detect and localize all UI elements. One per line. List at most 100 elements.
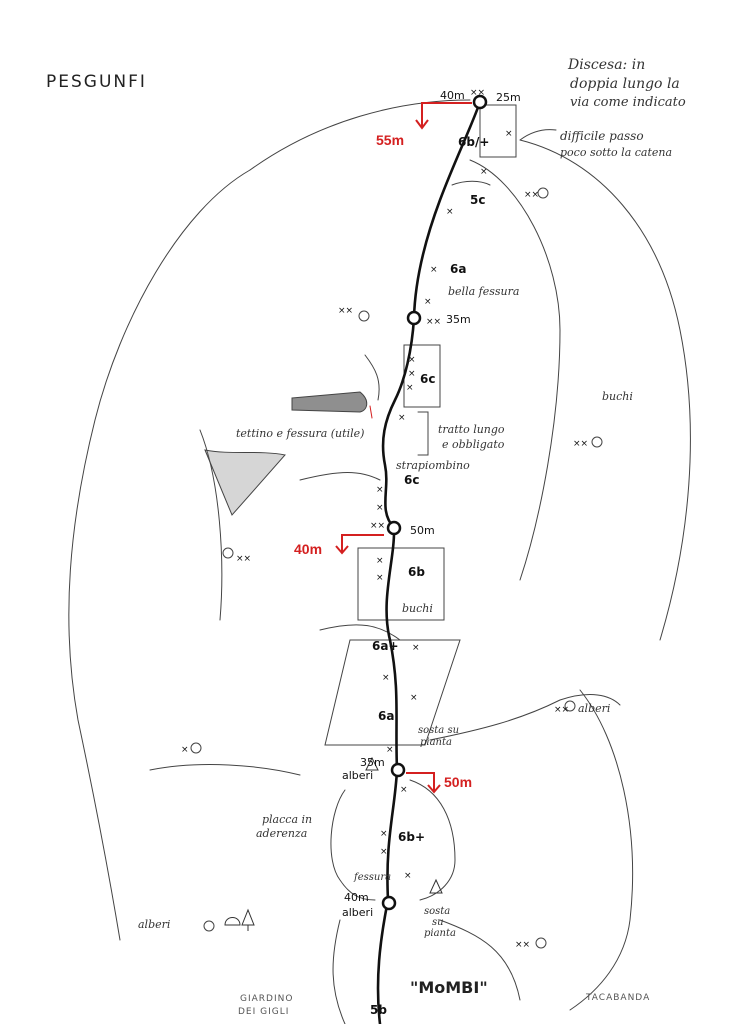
svg-text:×: × [400, 785, 408, 795]
bottom-left-rock [332, 919, 346, 1024]
svg-text:××: ×× [370, 521, 385, 531]
ledge-2 [319, 624, 401, 641]
anchor-label-40m-low: 40m [344, 891, 369, 904]
note-fessura: fessura [354, 872, 392, 883]
sector-label-giardino-line-2: DEI GIGLI [238, 1007, 290, 1017]
svg-text:×: × [404, 871, 412, 881]
svg-text:×: × [376, 573, 384, 583]
anchor-left-1 [358, 310, 370, 322]
belay-35m [406, 310, 422, 326]
bush-icon [224, 917, 241, 926]
rappel-arrow-top [421, 102, 472, 128]
anchor-left-2 [222, 547, 234, 559]
note-buchi-mid: buchi [402, 602, 433, 615]
rappel-arrow-low [406, 772, 435, 792]
ledge-1 [299, 472, 381, 481]
svg-text:×: × [386, 745, 394, 755]
anchor-label-alberi-2: alberi [342, 906, 374, 919]
grade-pitch-7: 6a+ [372, 639, 399, 653]
svg-text:×: × [380, 847, 388, 857]
descent-note-line-3: via come indicato [570, 95, 686, 110]
anchor-label-40m-top: 40m [440, 89, 465, 102]
box-6b-buchi [357, 547, 445, 621]
note-bella-fessura: bella fessura [448, 285, 520, 298]
svg-text:×: × [412, 643, 420, 653]
route-line [376, 100, 482, 1024]
svg-text:×: × [376, 485, 384, 495]
bracket-5c [451, 180, 491, 186]
box-6a [324, 639, 461, 746]
grade-pitch-1: 6b/+ [458, 135, 490, 149]
rappel-label-low: 50m [444, 774, 473, 790]
svg-text:×: × [408, 369, 416, 379]
sector-label-giardino-line-1: GIARDINO [240, 994, 294, 1004]
svg-text:×: × [446, 207, 454, 217]
anchor-label-alberi-1: alberi [342, 769, 374, 782]
crag-outline-lower-right [569, 689, 634, 1011]
grade-pitch-5: 6c [404, 473, 420, 487]
svg-text:×: × [480, 167, 488, 177]
difficult-note-line-2: poco sotto la catena [560, 146, 673, 159]
svg-text:××: ×× [554, 705, 569, 715]
sector-label-mombi: "MoMBI" [410, 978, 488, 997]
note-buchi-right: buchi [602, 390, 633, 403]
anchor-right-2 [591, 436, 603, 448]
descent-note-line-1: Discesa: in [568, 57, 646, 73]
tree-icon [365, 756, 379, 771]
rappel-label-top: 55m [376, 132, 405, 148]
rappel-arrow-top-head [415, 119, 429, 130]
lower-block-right [409, 779, 456, 901]
belay-40m-alberi [381, 895, 397, 911]
note-placca-line-2: aderenza [256, 827, 308, 840]
rappel-arrow-mid-head [335, 545, 349, 555]
anchor-right-4 [535, 937, 547, 949]
note-sosta-pianta-2-line-2: su [432, 917, 444, 928]
svg-text:×: × [408, 355, 416, 365]
grade-pitch-3: 6a [450, 262, 467, 276]
note-placca-line-1: placca in [262, 813, 313, 826]
rappel-label-mid: 40m [294, 541, 323, 557]
box-6b [479, 104, 517, 158]
roof [291, 391, 368, 413]
sector-label-tacabanda: TACABANDA [586, 993, 651, 1003]
svg-text:×: × [380, 829, 388, 839]
svg-text:×: × [430, 265, 438, 275]
grade-pitch-6: 6b [408, 565, 425, 579]
svg-text:×: × [181, 745, 189, 755]
svg-text:×: × [505, 129, 513, 139]
ledge-3 [149, 764, 301, 776]
anchor-right-3 [564, 700, 576, 712]
svg-text:×: × [376, 503, 384, 513]
route-title: PESGUNFI [46, 72, 147, 92]
tree-icon [241, 908, 255, 931]
svg-text:×: × [398, 413, 406, 423]
roof-pointer [369, 405, 373, 419]
note-sosta-pianta-1-line-2: pianta [420, 737, 452, 748]
crag-outline-left [68, 169, 251, 941]
svg-text:××: ×× [338, 306, 353, 316]
rappel-arrow-low-head [427, 784, 441, 794]
note-sosta-pianta-1-line-1: sosta su [418, 725, 460, 736]
grade-pitch-9: 6b+ [398, 830, 425, 844]
rappel-arrow-mid [341, 534, 384, 553]
svg-text:×: × [424, 297, 432, 307]
note-tettino: tettino e fessura (utile) [236, 427, 365, 440]
anchor-left-4 [203, 920, 215, 932]
note-alberi-left: alberi [138, 918, 171, 931]
grade-pitch-2: 5c [470, 193, 486, 207]
bracket-tratto [417, 411, 429, 456]
belay-top [472, 94, 488, 110]
svg-text:××: ×× [470, 88, 485, 98]
note-sosta-pianta-2-line-1: sosta [424, 906, 451, 917]
grade-pitch-10: 5b [370, 1003, 387, 1017]
crag-outline-inner [469, 159, 561, 581]
gully-left [199, 429, 223, 621]
svg-text:××: ×× [236, 554, 251, 564]
roof-face [364, 354, 380, 401]
descent-pointer [519, 129, 557, 141]
grade-pitch-4: 6c [420, 372, 436, 386]
svg-text:×: × [410, 693, 418, 703]
anchor-label-35m-low: 35m [360, 756, 385, 769]
crag-outline-right [519, 139, 691, 641]
bottom-right-rock [439, 919, 521, 1001]
